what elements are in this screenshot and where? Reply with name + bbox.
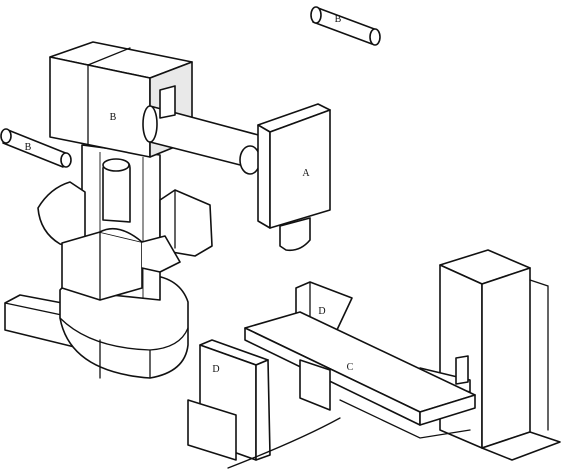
column-lower-block	[61, 227, 181, 301]
label-d-upper: D	[318, 306, 325, 317]
label-c-table: C	[347, 362, 354, 373]
table-c: C	[244, 311, 476, 439]
rod-b-top	[310, 6, 381, 46]
stand-d-lower: D	[187, 339, 271, 461]
rod-b-left	[0, 128, 72, 168]
column-side-lobes	[37, 181, 213, 257]
label-b-left-rod: B	[25, 142, 32, 153]
floor-cable	[227, 417, 341, 469]
label-a-head: A	[302, 168, 310, 179]
head-a: A	[257, 103, 331, 252]
label-b-column: B	[110, 112, 117, 123]
tall-cabinet	[419, 249, 561, 461]
horizontal-arm	[142, 85, 263, 175]
label-d-lower: D	[212, 364, 219, 375]
label-b-top-rod: B	[335, 14, 342, 25]
